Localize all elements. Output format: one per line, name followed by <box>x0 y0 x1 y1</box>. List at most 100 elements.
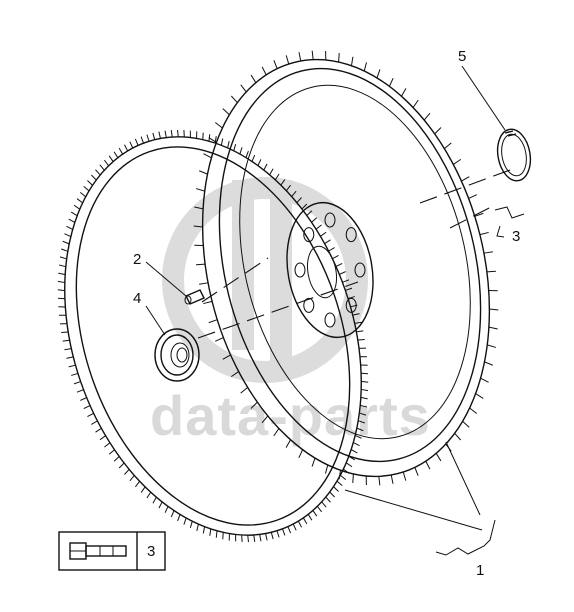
gear-tooth <box>254 535 255 542</box>
gear-tooth <box>317 506 321 512</box>
gear-tooth <box>228 141 230 148</box>
gear-tooth <box>69 365 76 367</box>
gear-tooth <box>196 264 205 265</box>
gear-tooth <box>339 53 340 62</box>
gear-tooth <box>351 57 352 66</box>
gear-tooth <box>210 529 211 536</box>
gear-tooth <box>58 290 65 291</box>
gear-tooth <box>114 152 118 158</box>
gear-tooth <box>337 481 342 486</box>
gear-tooth <box>487 271 496 272</box>
gear-tooth <box>91 175 96 180</box>
gear-tooth <box>96 428 102 432</box>
gear-tooth <box>364 62 366 71</box>
hub-bolt-hole <box>295 263 305 277</box>
gear-tooth <box>104 443 110 447</box>
gear-tooth <box>320 232 326 236</box>
gear-tooth <box>199 283 208 284</box>
watermark: data-parts <box>150 180 431 447</box>
gear-tooth <box>190 521 192 528</box>
gear-tooth <box>274 60 277 68</box>
gear-tooth <box>58 273 65 274</box>
gear-tooth <box>286 55 289 64</box>
gear-tooth <box>153 497 157 503</box>
gear-tooth <box>463 421 470 427</box>
gear-tooth <box>74 382 81 384</box>
gear-tooth <box>436 453 441 461</box>
gear-tooth <box>361 373 368 374</box>
gear-tooth <box>61 332 68 333</box>
gear-tooth <box>325 465 327 474</box>
gear-tooth <box>260 534 261 541</box>
gear-tooth <box>351 450 357 453</box>
gear-tooth <box>303 518 306 524</box>
gear-tooth <box>64 234 70 237</box>
gear-tooth <box>80 398 86 401</box>
gear-tooth <box>336 263 342 266</box>
callout-snap-ring: 5 <box>458 48 466 65</box>
gear-tooth <box>288 527 291 533</box>
gear-tooth <box>455 433 461 440</box>
gear-tooth <box>221 138 222 145</box>
gear-tooth <box>487 345 496 348</box>
gear-tooth <box>100 436 106 440</box>
gear-tooth <box>480 232 489 234</box>
gear-tooth <box>91 421 97 425</box>
gear-tooth <box>240 147 242 154</box>
gear-tooth <box>282 529 284 536</box>
gear-tooth <box>489 309 498 310</box>
gear-tooth <box>489 327 498 329</box>
gear-tooth <box>171 130 172 137</box>
callout-dowel-pin: 2 <box>133 251 141 268</box>
gear-tooth <box>277 531 279 538</box>
gear-tooth <box>358 339 365 340</box>
gear-tooth <box>248 535 249 542</box>
gear-tooth <box>313 510 317 516</box>
gear-tooth <box>84 406 90 409</box>
gear-tooth <box>316 225 322 229</box>
gear-tooth <box>270 169 274 175</box>
bearing-icon <box>155 329 199 381</box>
gear-tooth <box>308 514 312 520</box>
gear-tooth <box>124 469 129 474</box>
gear-tooth <box>299 52 301 61</box>
gear-tooth <box>124 145 127 151</box>
gear-tooth <box>130 142 133 148</box>
gear-tooth <box>199 171 207 174</box>
gear-tooth <box>74 205 80 209</box>
gear-tooth <box>251 75 256 83</box>
gear-tooth <box>141 137 143 144</box>
gear-tooth <box>77 199 83 203</box>
gear-tooth <box>119 148 122 154</box>
gear-tooth <box>469 195 477 199</box>
gear-tooth <box>377 69 380 77</box>
gear-tooth <box>71 373 78 375</box>
gear-tooth <box>435 127 441 133</box>
gear-tooth <box>64 349 71 350</box>
gear-tooth <box>165 131 166 138</box>
gear-tooth <box>332 255 338 258</box>
gear-tooth <box>171 511 174 517</box>
gear-tooth <box>361 381 368 382</box>
gear-tooth <box>246 151 248 158</box>
gear-tooth <box>135 139 138 145</box>
gear-tooth <box>203 154 211 158</box>
gear-tooth <box>312 458 315 466</box>
bolt-icon <box>70 543 126 559</box>
gear-tooth <box>330 492 335 497</box>
gear-tooth <box>130 475 134 480</box>
gear-tooth <box>147 135 149 142</box>
callout-flywheel-assembly: 1 <box>476 562 484 579</box>
gear-tooth <box>66 226 72 229</box>
gear-tooth <box>209 320 218 323</box>
gear-tooth <box>104 160 108 166</box>
gear-tooth <box>96 170 101 175</box>
gear-tooth <box>461 177 469 181</box>
gear-tooth <box>153 133 155 140</box>
gear-tooth <box>426 461 430 469</box>
gear-tooth <box>333 487 338 492</box>
gear-tooth <box>271 532 273 539</box>
gear-tooth <box>353 474 354 483</box>
gear-tooth <box>197 524 199 531</box>
gear-tooth <box>484 362 492 365</box>
